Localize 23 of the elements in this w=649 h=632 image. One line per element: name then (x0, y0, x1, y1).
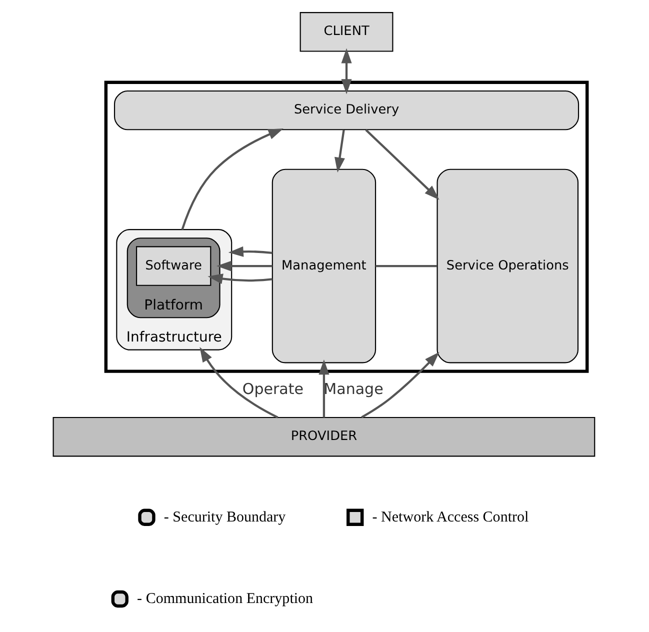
arrow (365, 129, 440, 200)
legend-label: - Communication Encryption (137, 590, 314, 607)
node-box: Service Operations (436, 168, 579, 364)
arrow (228, 246, 272, 257)
arrow (216, 260, 272, 272)
connector (376, 264, 437, 268)
cluster (104, 80, 589, 373)
arrow (341, 48, 352, 94)
arrow (318, 360, 330, 418)
arrow (200, 347, 278, 418)
node-box: Service Delivery (114, 90, 580, 130)
arrow (334, 130, 345, 172)
legend-label: - Security Boundary (164, 509, 286, 526)
arrow (208, 274, 272, 284)
arrow (361, 352, 440, 418)
legend-label: - Network Access Control (372, 509, 529, 526)
edge-label: Manage (324, 380, 384, 398)
node-box: PROVIDER (52, 416, 596, 457)
node-box: Management (272, 168, 376, 364)
edge-label: Operate (242, 380, 304, 398)
arrow (181, 128, 284, 230)
node-box: Software (136, 246, 212, 286)
node-box: CLIENT (300, 12, 394, 52)
